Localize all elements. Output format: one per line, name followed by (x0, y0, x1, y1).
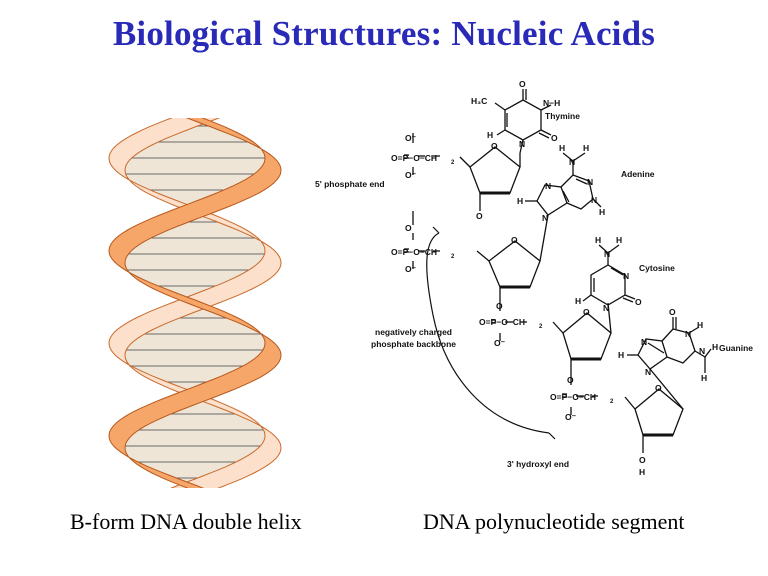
base-label-thymine: Thymine (545, 111, 580, 121)
svg-text:N: N (645, 367, 651, 377)
base-pair-rungs (117, 125, 273, 479)
svg-text:O=P−O−CH: O=P−O−CH (391, 247, 437, 257)
svg-text:O: O (476, 211, 483, 221)
svg-text:N: N (542, 213, 548, 223)
backbone-label-line1: negatively charged (375, 327, 452, 337)
slide-title: Biological Structures: Nucleic Acids (112, 14, 656, 53)
svg-text:O: O (583, 307, 590, 317)
svg-text:O: O (635, 297, 642, 307)
svg-text:2: 2 (539, 324, 543, 330)
dna-double-helix-illustration (108, 118, 282, 488)
svg-text:H: H (712, 342, 718, 352)
svg-text:H: H (517, 196, 523, 206)
svg-text:H: H (639, 467, 645, 477)
svg-text:N: N (519, 139, 525, 149)
polynucleotide-structure-diagram: O⁻ O=P−O−CH 2 O⁻ O O H₃C O N−H O N H O=P−… (315, 79, 753, 477)
svg-text:O: O (551, 133, 558, 143)
helix-caption: B-form DNA double helix (70, 509, 302, 534)
svg-text:O=P−O−CH: O=P−O−CH (479, 317, 525, 327)
svg-text:H: H (616, 235, 622, 245)
svg-text:2: 2 (451, 254, 455, 260)
svg-text:N: N (604, 249, 610, 259)
polynucleotide-caption: DNA polynucleotide segment (423, 509, 685, 534)
svg-text:N: N (545, 181, 551, 191)
svg-text:O=P−O−CH: O=P−O−CH (550, 392, 596, 402)
svg-text:H: H (487, 130, 493, 140)
svg-text:O: O (511, 235, 518, 245)
svg-text:O: O (655, 383, 662, 393)
svg-text:O: O (496, 301, 503, 311)
front-strand (108, 118, 282, 488)
svg-text:O: O (639, 455, 646, 465)
base-label-adenine: Adenine (621, 169, 655, 179)
svg-text:N: N (641, 337, 647, 347)
five-prime-end-label: 5' phosphate end (315, 179, 385, 189)
svg-text:N: N (591, 195, 597, 205)
svg-text:H₃C: H₃C (471, 96, 487, 106)
svg-text:N−H: N−H (543, 98, 560, 108)
svg-text:H: H (583, 143, 589, 153)
svg-text:O: O (491, 141, 498, 151)
svg-text:O=P−O−CH: O=P−O−CH (391, 153, 437, 163)
svg-text:O⁻: O⁻ (494, 338, 506, 348)
svg-text:O: O (567, 375, 574, 385)
svg-text:O⁻: O⁻ (405, 133, 417, 143)
svg-text:H: H (595, 235, 601, 245)
base-label-guanine: Guanine (719, 343, 753, 353)
svg-text:H: H (575, 296, 581, 306)
base-label-cytosine: Cytosine (639, 263, 675, 273)
svg-text:O⁻: O⁻ (405, 264, 417, 274)
svg-text:2: 2 (451, 160, 455, 166)
svg-text:O: O (519, 79, 526, 89)
svg-text:H: H (618, 350, 624, 360)
svg-text:N: N (699, 346, 705, 356)
svg-text:O: O (405, 223, 412, 233)
svg-text:H: H (697, 320, 703, 330)
backbone-label-line2: phosphate backbone (371, 339, 456, 349)
svg-text:N: N (569, 157, 575, 167)
svg-text:N: N (623, 271, 629, 281)
svg-text:N: N (603, 303, 609, 313)
three-prime-end-label: 3' hydroxyl end (507, 459, 569, 469)
svg-text:H: H (599, 207, 605, 217)
svg-text:O⁻: O⁻ (565, 412, 577, 422)
svg-text:H: H (701, 373, 707, 383)
svg-text:H: H (559, 143, 565, 153)
svg-text:N: N (685, 329, 691, 339)
svg-text:N: N (587, 177, 593, 187)
svg-text:2: 2 (610, 399, 614, 405)
svg-text:O: O (669, 307, 676, 317)
svg-text:O⁻: O⁻ (405, 170, 417, 180)
